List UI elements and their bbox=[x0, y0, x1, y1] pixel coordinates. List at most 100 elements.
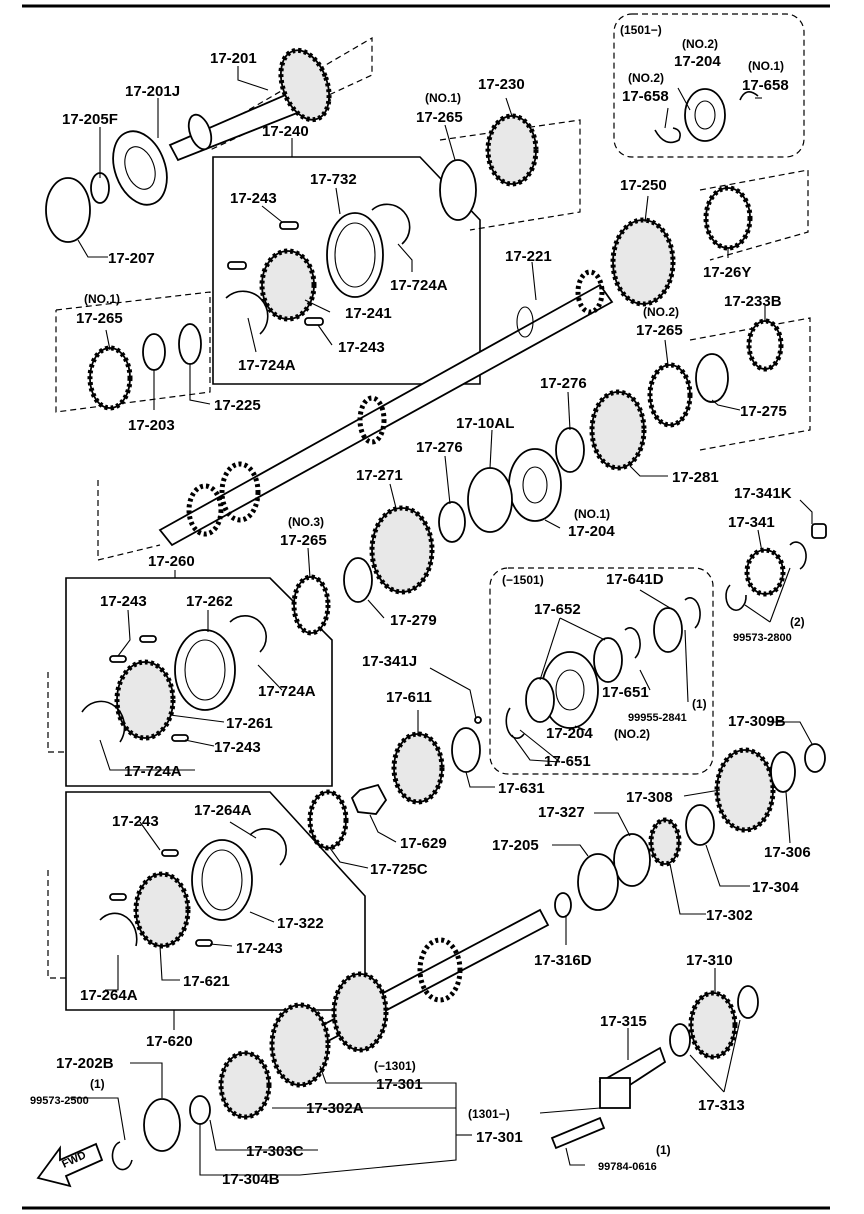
label-17-201: 17-201 bbox=[210, 50, 257, 67]
label-17-724A-d: 17-724A bbox=[124, 763, 182, 780]
bearing-17-309B bbox=[804, 743, 826, 773]
label-no1-b: (NO.1) bbox=[748, 59, 784, 73]
label-17-203: 17-203 bbox=[128, 417, 175, 434]
clip-99955-2841 bbox=[684, 597, 701, 629]
label-17-276-a: 17-276 bbox=[540, 375, 587, 392]
label-17-620: 17-620 bbox=[146, 1033, 193, 1050]
spring-17-724A-260-lower bbox=[81, 700, 126, 743]
label-17-276-b: 17-276 bbox=[416, 439, 463, 456]
label-minus-1301: (−1301) bbox=[374, 1059, 416, 1073]
label-17-322: 17-322 bbox=[277, 915, 324, 932]
key-17-243-620-c bbox=[195, 939, 213, 947]
label-17-264A-a: 17-264A bbox=[194, 802, 252, 819]
clip-17-651-upper bbox=[624, 627, 641, 659]
label-no3: (NO.3) bbox=[288, 515, 324, 529]
label-17-233B: 17-233B bbox=[724, 293, 782, 310]
washer-17-276-upper bbox=[555, 427, 585, 473]
label-17-313: 17-313 bbox=[698, 1097, 745, 1114]
ball-17-341J bbox=[474, 716, 482, 724]
bearing-17-204-no1 bbox=[508, 448, 562, 522]
ring-17-10AL bbox=[467, 467, 513, 533]
label-17-651-b: 17-651 bbox=[544, 753, 591, 770]
label-17-629: 17-629 bbox=[400, 835, 447, 852]
label-17-207: 17-207 bbox=[108, 250, 155, 267]
input-shaft-17-201 bbox=[168, 47, 332, 162]
label-no2-c: (NO.2) bbox=[643, 305, 679, 319]
key-17-243-620-b bbox=[109, 893, 127, 901]
spring-17-264A-lower bbox=[99, 912, 138, 947]
snap-ring-17-316D bbox=[554, 892, 572, 918]
bearing-17-306 bbox=[770, 751, 796, 793]
label-qty-2: (2) bbox=[790, 615, 805, 629]
hub-group-17-620 bbox=[65, 791, 366, 1011]
label-17-652: 17-652 bbox=[534, 601, 581, 618]
leader-lines bbox=[70, 66, 813, 1176]
label-17-243-d: 17-243 bbox=[214, 739, 261, 756]
key-17-243-a bbox=[279, 221, 299, 230]
group-box-1501 bbox=[613, 13, 805, 158]
label-17-264A-b: 17-264A bbox=[80, 987, 138, 1004]
sleeve-17-732 bbox=[326, 212, 384, 298]
label-17-724A-c: 17-724A bbox=[258, 683, 316, 700]
guide-17-233B bbox=[689, 317, 811, 451]
label-17-243-a: 17-243 bbox=[230, 190, 277, 207]
label-99784-0616: 99784-0616 bbox=[598, 1161, 657, 1173]
label-17-308: 17-308 bbox=[626, 789, 673, 806]
spring-17-724A-upper bbox=[371, 203, 411, 245]
fwd-arrow-icon: FWD bbox=[36, 1142, 104, 1188]
label-17-327: 17-327 bbox=[538, 804, 585, 821]
main-shaft-17-221 bbox=[158, 269, 614, 547]
bearing-17-201J bbox=[112, 130, 168, 206]
key-17-243-b bbox=[227, 261, 247, 270]
guide-mainshaft bbox=[97, 480, 161, 561]
label-17-724A-a: 17-724A bbox=[390, 277, 448, 294]
label-17-205F: 17-205F bbox=[62, 111, 118, 128]
label-qty-1-c: (1) bbox=[656, 1143, 671, 1157]
label-17-204-c: 17-204 bbox=[546, 725, 593, 742]
label-no1-c: (NO.1) bbox=[84, 292, 120, 306]
label-17-205: 17-205 bbox=[492, 837, 539, 854]
label-17-243-c: 17-243 bbox=[100, 593, 147, 610]
label-17-631: 17-631 bbox=[498, 780, 545, 797]
label-17-265-c: 17-265 bbox=[636, 322, 683, 339]
clip-17-658-no2 bbox=[654, 127, 681, 144]
label-1301-: (1301−) bbox=[468, 1107, 510, 1121]
needle-bearing-17-203 bbox=[142, 333, 166, 371]
label-17-304: 17-304 bbox=[752, 879, 799, 896]
label-17-304B: 17-304B bbox=[222, 1171, 280, 1188]
snap-ring-17-225 bbox=[178, 323, 202, 365]
key-17-243-260-c bbox=[171, 734, 189, 742]
ring-17-631 bbox=[451, 727, 481, 773]
label-17-732: 17-732 bbox=[310, 171, 357, 188]
label-17-281: 17-281 bbox=[672, 469, 719, 486]
label-17-26Y: 17-26Y bbox=[703, 264, 751, 281]
bracket-17-315 bbox=[599, 1077, 631, 1109]
hub-group-17-240 bbox=[212, 156, 481, 385]
guide-17-265-no1 bbox=[55, 291, 211, 413]
label-99573-2500: 99573-2500 bbox=[30, 1095, 89, 1107]
bearing-17-205 bbox=[577, 853, 619, 911]
label-17-725C: 17-725C bbox=[370, 861, 428, 878]
gear-17-308 bbox=[716, 749, 774, 831]
label-17-265-d: 17-265 bbox=[280, 532, 327, 549]
label-17-250: 17-250 bbox=[620, 177, 667, 194]
label-no1-d: (NO.1) bbox=[574, 507, 610, 521]
clip-99573-2800-b bbox=[789, 541, 807, 570]
spring-17-724A-260-upper bbox=[229, 615, 267, 653]
label-99573-2800: 99573-2800 bbox=[733, 632, 792, 644]
label-17-230: 17-230 bbox=[478, 76, 525, 93]
label-17-202B: 17-202B bbox=[56, 1055, 114, 1072]
label-17-341J: 17-341J bbox=[362, 653, 417, 670]
label-17-240: 17-240 bbox=[262, 123, 309, 140]
counter-shaft-17-301 bbox=[269, 908, 550, 1088]
label-17-279: 17-279 bbox=[390, 612, 437, 629]
label-17-341K: 17-341K bbox=[734, 485, 792, 502]
label-17-10AL: 17-10AL bbox=[456, 415, 514, 432]
label-17-301-a: 17-301 bbox=[376, 1076, 423, 1093]
label-17-302: 17-302 bbox=[706, 907, 753, 924]
label-no2-d: (NO.2) bbox=[614, 727, 650, 741]
ring-17-327 bbox=[613, 833, 651, 887]
label-1501-: (1501−) bbox=[620, 23, 662, 37]
label-17-201J: 17-201J bbox=[125, 83, 180, 100]
label-17-301-b: 17-301 bbox=[476, 1129, 523, 1146]
